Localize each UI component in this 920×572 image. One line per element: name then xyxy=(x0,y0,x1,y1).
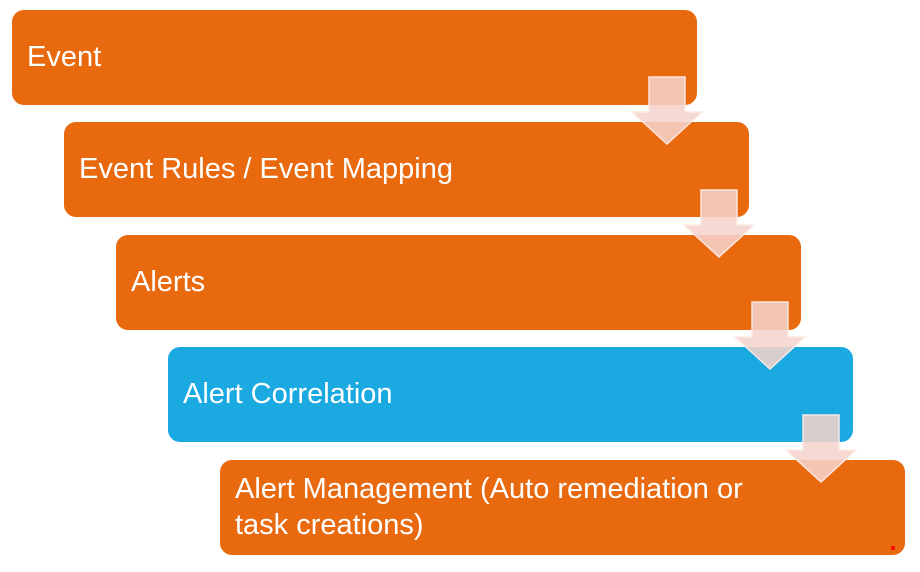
down-arrow-icon xyxy=(733,301,807,371)
step-box-alert-correlation: Alert Correlation xyxy=(168,347,853,442)
down-arrow-icon xyxy=(682,189,756,259)
red-dot xyxy=(891,546,895,550)
step-label-alert-management: Alert Management (Auto remediation or ta… xyxy=(235,472,743,541)
down-arrow-icon xyxy=(784,414,858,484)
step-label-event-rules-mapping: Event Rules / Event Mapping xyxy=(79,152,453,185)
step-label-alerts: Alerts xyxy=(131,265,206,298)
step-box-event: Event xyxy=(12,10,697,105)
step-box-alerts: Alerts xyxy=(116,235,801,330)
down-arrow-icon xyxy=(630,76,704,146)
step-box-alert-management: Alert Management (Auto remediation or ta… xyxy=(220,460,905,555)
step-label-event: Event xyxy=(27,40,102,73)
step-box-event-rules-mapping: Event Rules / Event Mapping xyxy=(64,122,749,217)
step-label-alert-correlation: Alert Correlation xyxy=(183,377,393,410)
